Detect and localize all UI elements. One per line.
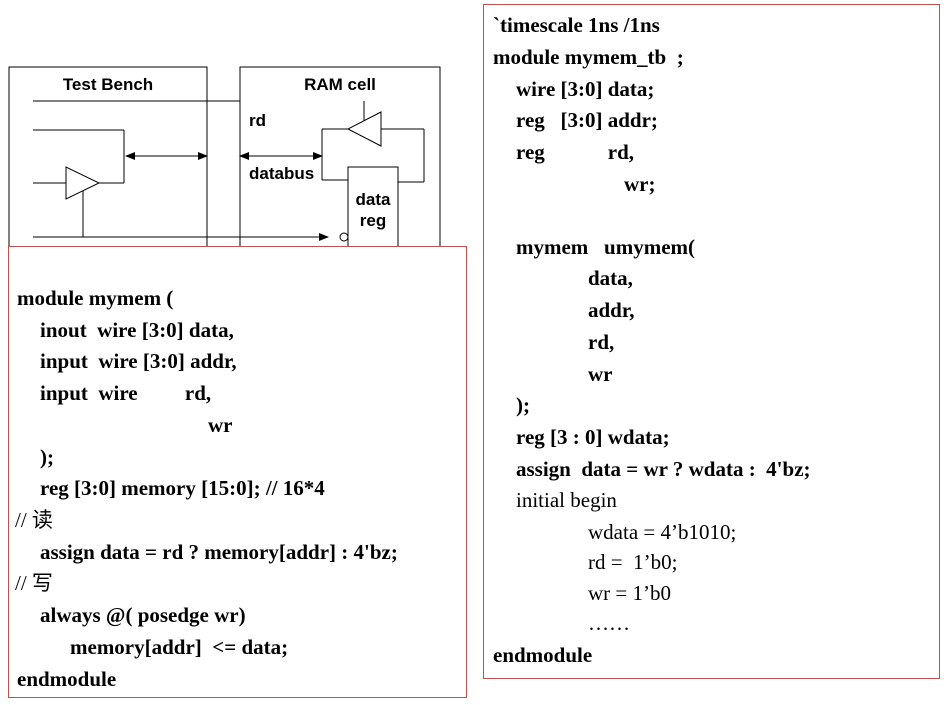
memory-module-code-box: module mymem ( inout wire [3:0] data, in… bbox=[8, 246, 467, 698]
code-line: input wire [3:0] addr, bbox=[40, 349, 237, 373]
code-line: reg rd, bbox=[516, 140, 635, 164]
wr-clock-bubble bbox=[339, 232, 349, 242]
code-line: mymem umymem( bbox=[516, 235, 696, 259]
code-line: rd = 1’b0; bbox=[588, 550, 678, 574]
code-line: wr bbox=[208, 413, 233, 437]
code-line: wr bbox=[588, 362, 613, 386]
code-line: rd, bbox=[588, 330, 615, 354]
code-line: wr = 1’b0 bbox=[588, 581, 671, 605]
code-line: wr; bbox=[624, 172, 656, 196]
data-reg-label-line1: data bbox=[356, 190, 392, 209]
test-bench-box bbox=[8, 66, 208, 274]
code-line: inout wire [3:0] data, bbox=[40, 318, 234, 342]
rd-label: rd bbox=[249, 111, 266, 130]
databus-label: databus bbox=[249, 164, 314, 183]
testbench-code-box: `timescale 1ns /1ns module mymem_tb ; wi… bbox=[483, 4, 940, 679]
code-line: assign data = wr ? wdata : 4'bz; bbox=[516, 457, 811, 481]
data-reg-label-line2: reg bbox=[360, 211, 386, 230]
code-comment: // 读 bbox=[15, 508, 53, 532]
code-line: assign data = rd ? memory[addr] : 4'bz; bbox=[40, 540, 398, 564]
code-line: initial begin bbox=[516, 488, 617, 512]
code-line: memory[addr] <= data; bbox=[70, 635, 289, 659]
code-line: module mymem_tb ; bbox=[493, 45, 684, 69]
code-ellipsis: …… bbox=[588, 611, 630, 635]
code-line: reg [3:0] memory [15:0]; // 16*4 bbox=[40, 476, 325, 500]
code-line: input wire rd, bbox=[40, 381, 212, 405]
test-bench-ram-diagram: Test Bench RAM cell rd databus data reg … bbox=[8, 66, 441, 275]
code-line: endmodule bbox=[17, 667, 117, 691]
code-line: data, bbox=[588, 266, 633, 290]
code-line: reg [3:0] addr; bbox=[516, 108, 658, 132]
code-line: ); bbox=[516, 393, 530, 417]
code-line: reg [3 : 0] wdata; bbox=[516, 425, 670, 449]
code-comment: // 写 bbox=[15, 571, 53, 595]
code-line: addr, bbox=[588, 298, 635, 322]
code-line: `timescale 1ns /1ns bbox=[493, 13, 660, 37]
code-line: endmodule bbox=[493, 643, 593, 667]
code-line: wire [3:0] data; bbox=[516, 77, 655, 101]
code-line: ); bbox=[40, 445, 54, 469]
code-line: module mymem ( bbox=[17, 286, 174, 310]
ram-cell-label: RAM cell bbox=[304, 75, 376, 94]
test-bench-label: Test Bench bbox=[63, 75, 153, 94]
code-line: wdata = 4’b1010; bbox=[588, 520, 737, 544]
code-line: always @( posedge wr) bbox=[40, 603, 246, 627]
